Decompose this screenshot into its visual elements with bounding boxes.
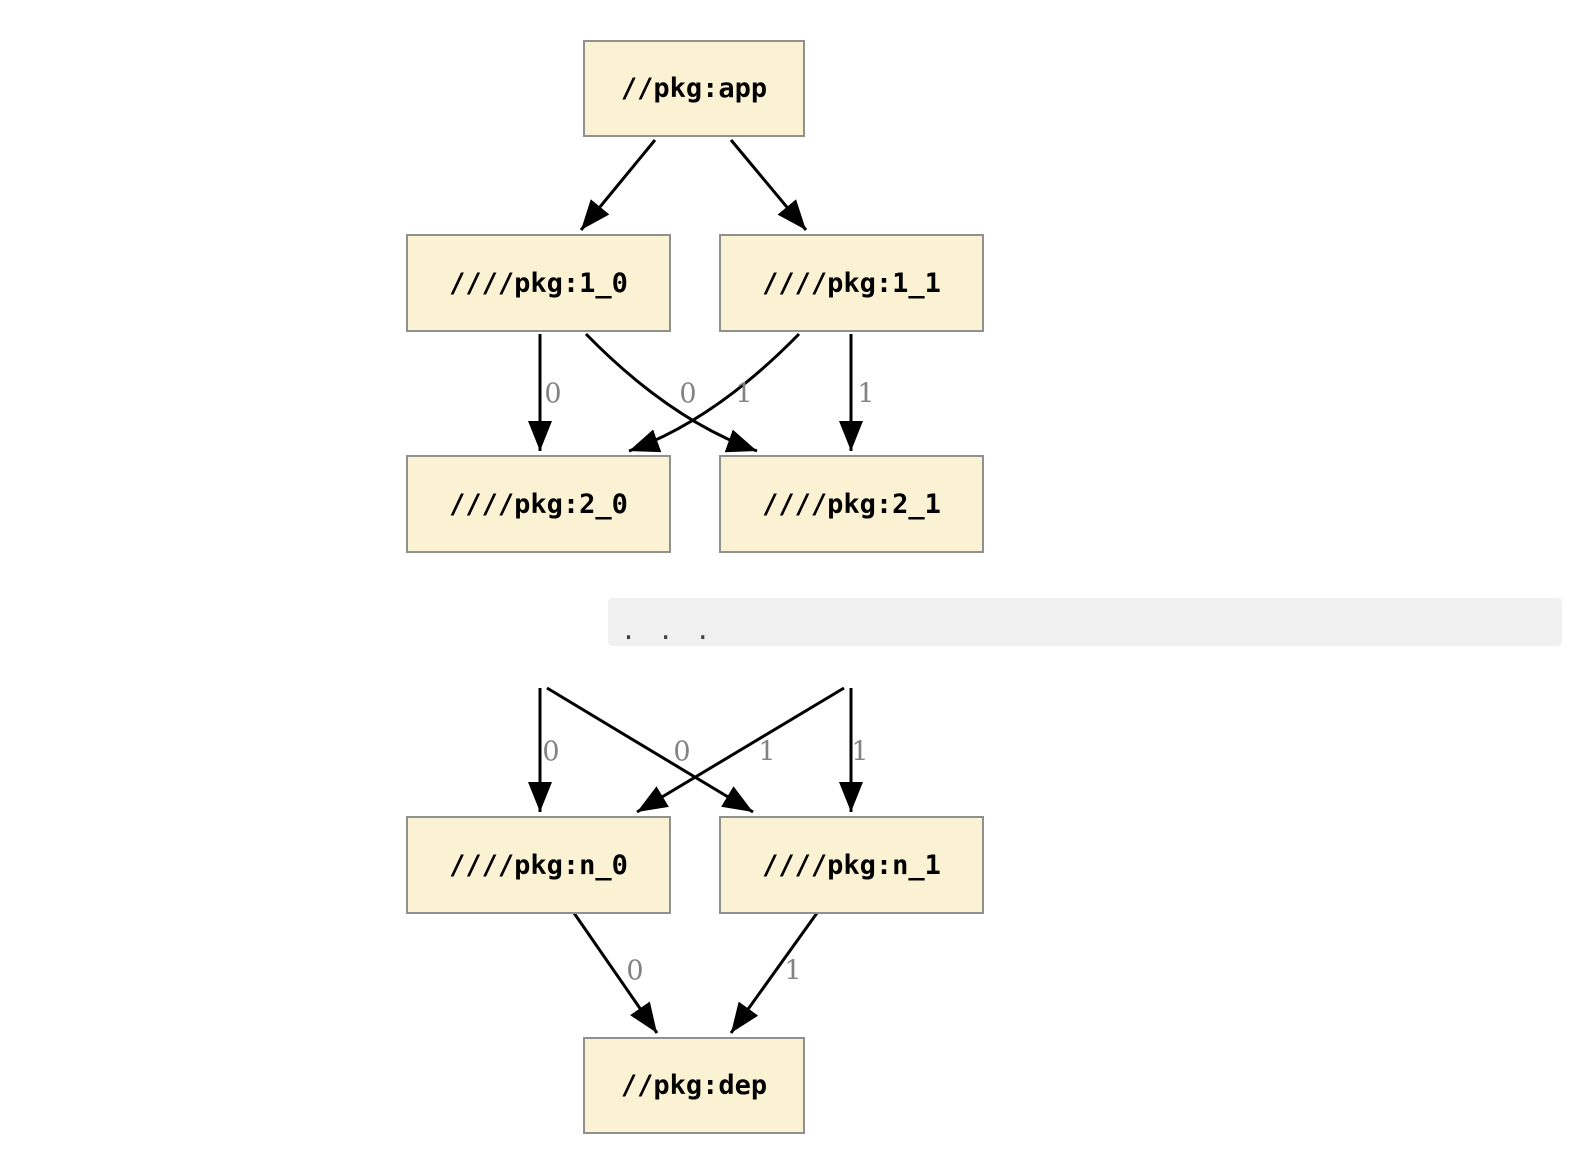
edge-label-elided-n_0-left: 0 xyxy=(542,736,560,768)
edge-label-elided-n_1-right: 1 xyxy=(851,736,869,768)
node-pkg-n_1: ////pkg:n_1 xyxy=(719,816,984,914)
edge-n_1-to-dep xyxy=(729,912,819,1034)
edge-label-1_0-2_0: 0 xyxy=(544,378,562,410)
edge-1_0-to-2_1 xyxy=(584,332,758,453)
edge-label-1_1-2_0: 0 xyxy=(679,378,697,410)
edge-elided-to-n_1-cross xyxy=(546,686,754,814)
edge-label-n_0-dep: 0 xyxy=(626,955,644,987)
node-pkg-dep: //pkg:dep xyxy=(583,1037,805,1134)
edge-label-1_1-2_1: 1 xyxy=(857,378,875,410)
edge-label-elided-n_0-cross: 0 xyxy=(673,736,691,768)
edge-1_1-to-2_0 xyxy=(628,332,801,453)
edge-label-elided-n_1-cross: 1 xyxy=(758,736,776,768)
edge-label-n_1-dep: 1 xyxy=(784,955,802,987)
edge-label-1_0-2_1: 1 xyxy=(735,378,753,410)
ellipsis-separator: . . . xyxy=(608,598,1562,646)
node-pkg-2_1: ////pkg:2_1 xyxy=(719,455,984,553)
node-pkg-1_1: ////pkg:1_1 xyxy=(719,234,984,332)
node-pkg-1_0: ////pkg:1_0 xyxy=(406,234,671,332)
node-pkg-2_0: ////pkg:2_0 xyxy=(406,455,671,553)
edge-n_0-to-dep xyxy=(572,912,659,1034)
node-pkg-app: //pkg:app xyxy=(583,40,805,137)
ellipsis-text: . . . xyxy=(621,616,714,645)
edge-app-to-1_1 xyxy=(729,139,808,231)
edge-app-to-1_0 xyxy=(579,139,657,231)
edge-elided-to-n_0-cross xyxy=(636,686,845,814)
node-pkg-n_0: ////pkg:n_0 xyxy=(406,816,671,914)
